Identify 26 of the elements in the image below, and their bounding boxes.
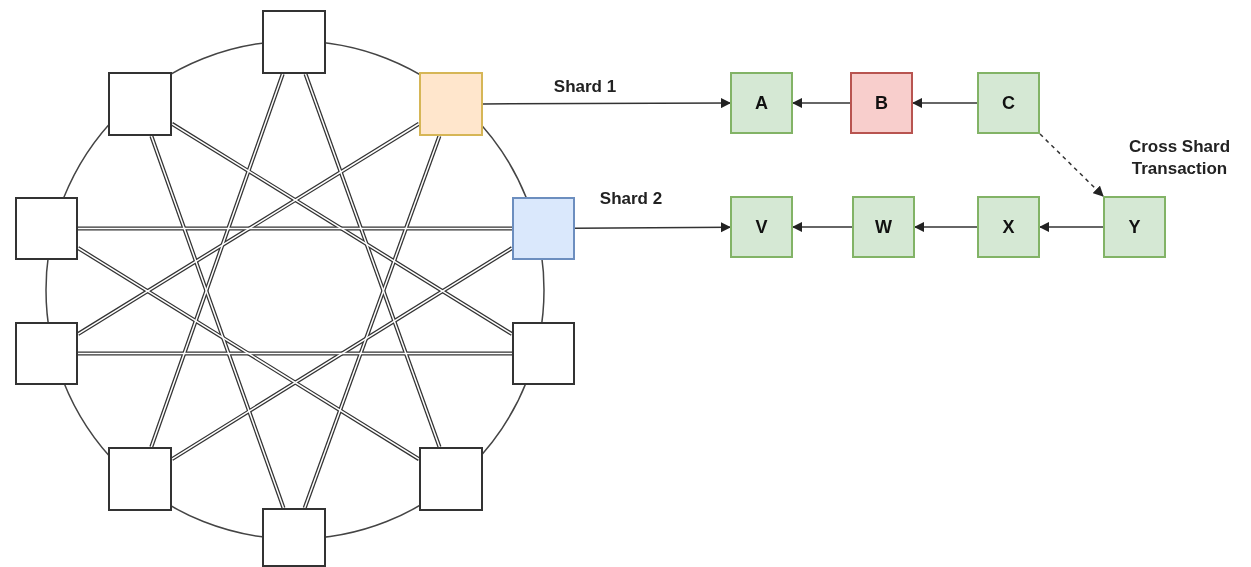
block-box: B	[850, 72, 913, 134]
peer-node-box	[262, 10, 326, 74]
arrow	[1039, 133, 1104, 197]
double-line-connector	[302, 135, 442, 509]
block-box: V	[730, 196, 793, 258]
double-line-connector	[303, 73, 442, 448]
block-box: Y	[1103, 196, 1166, 258]
peer-node-box	[108, 447, 172, 511]
block-box: A	[730, 72, 793, 134]
peer-node-box	[512, 322, 575, 385]
double-line-connector	[78, 351, 512, 356]
peer-node-box	[419, 447, 483, 511]
peer-node-box	[512, 197, 575, 260]
peer-node-box	[108, 72, 172, 136]
peer-node-box	[419, 72, 483, 136]
arrow	[574, 222, 732, 233]
block-box: C	[977, 72, 1040, 134]
double-line-connector	[78, 226, 512, 231]
block-box: W	[852, 196, 915, 258]
peer-node-box	[262, 508, 326, 567]
peer-node-box	[15, 197, 78, 260]
block-box: X	[977, 196, 1040, 258]
peer-node-box	[15, 322, 78, 385]
double-line-connector	[149, 135, 286, 509]
double-line-connector	[149, 73, 285, 448]
arrow	[482, 97, 732, 109]
